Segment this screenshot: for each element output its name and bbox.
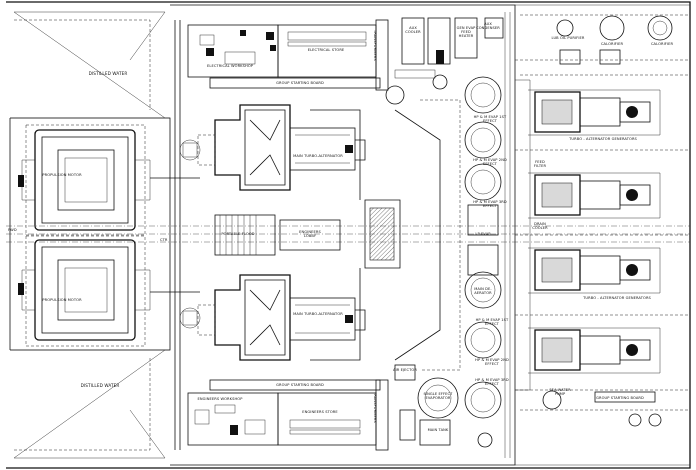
electrical-workshop-label: ELECTRICAL WORKSHOP <box>206 64 254 68</box>
group-starting-board-bottom <box>209 379 381 391</box>
main-evap-3rd-effect-bottom-label: HP & M EVAP 3RD EFFECT <box>475 378 509 387</box>
turbo-alternator-generator-3 <box>528 247 661 294</box>
distilled-water-bottom-label: DISTILLED WATER <box>80 383 120 388</box>
aux-equipment-top <box>385 17 504 105</box>
group-starting-board-top <box>209 77 381 89</box>
aux-equipment-bottom <box>394 364 493 448</box>
distilled-water-top-label: DISTILLED WATER <box>88 71 128 76</box>
engineers-workshop-label: ENGINEERS WORKSHOP <box>197 397 243 401</box>
main-evap-3rd-effect-top-label: HP & M EVAP 3RD EFFECT <box>473 200 507 209</box>
propulsion-motor-bottom <box>18 235 151 347</box>
lp-evap-label: LP EVAP <box>475 232 491 236</box>
engineers-lobby-stairs <box>214 99 461 371</box>
transformers-bottom-label: TRANSFORMERS <box>373 392 377 423</box>
electrical-store-label: ELECTRICAL STORE <box>307 48 345 52</box>
aux-condenser-label: AUX CONDENSER <box>476 22 500 31</box>
main-turbo-alternator-top-label: MAIN TURBO-ALTERNATOR <box>293 154 343 158</box>
drain-cooler-label: DRAIN COOLER <box>532 222 548 231</box>
single-effect-evaporator-label: SINGLE EFFECT EVAPORATOR <box>423 392 453 401</box>
evaporator-column <box>417 76 502 446</box>
main-de-aerator-label: MAIN DE-AERATOR <box>474 287 492 296</box>
aux-cooler-label: AUX COOLER <box>405 26 421 35</box>
transformers-top <box>375 19 389 91</box>
main-turbo-alternator-bottom <box>179 274 366 361</box>
pipe-runs-vertical <box>515 79 531 391</box>
propulsion-motor-top <box>18 124 151 236</box>
propulsion-motor-bottom-label: PROPULSION MOTOR <box>42 298 82 302</box>
main-evap-2nd-effect-bottom-label: HP & M EVAP 2ND EFFECT <box>475 358 509 367</box>
main-evap-2nd-effect-top-label: HP & M EVAP 2ND EFFECT <box>473 158 507 167</box>
air-ejector-label: AIR EJECTOR <box>393 368 417 372</box>
main-evap-1st-effect-top-label: HP & M EVAP 1ST EFFECT <box>473 115 507 124</box>
distilled-water-tank-bottom <box>13 349 166 459</box>
portable-flood-label: PORTABLE FLOOD <box>221 232 255 236</box>
group-starting-board-right-label: GROUP STARTING BOARD <box>596 396 644 400</box>
gen-evap-feed-heater-label: GEN EVAP FEED HEATER <box>456 26 476 39</box>
turbo-alternator-generators-top-label: TURBO - ALTERNATOR GENERATORS <box>569 137 637 141</box>
group-starting-board-bottom-label: GROUP STARTING BOARD <box>276 383 324 387</box>
switchboard-bottom-right <box>520 390 690 427</box>
turbo-alternator-generator-4 <box>528 327 661 374</box>
fwd-label: FWD <box>8 228 17 232</box>
ctr-label: CTR <box>160 238 168 242</box>
main-turbo-alternator-top <box>179 104 366 191</box>
engineers-store-room <box>277 392 377 446</box>
propulsion-motor-top-label: PROPULSION MOTOR <box>42 173 82 177</box>
engineers-store-label: ENGINEERS STORE <box>302 410 338 414</box>
turbo-alternator-generator-2 <box>528 172 661 219</box>
lub-oil-purifier-label: LUB OIL PURIFIER <box>551 36 585 40</box>
engineers-lobby-label: ENGINEERS LOBBY <box>299 230 321 239</box>
propeller-shafts <box>150 177 200 293</box>
sea-water-pump-label: SEA WATER PUMP <box>549 388 571 397</box>
pipe-runs <box>515 59 690 391</box>
main-evap-1st-effect-bottom-label: HP & M EVAP 1ST EFFECT <box>475 318 509 327</box>
feed-filter-label: FEED FILTER <box>533 160 547 169</box>
main-turbo-alternator-bottom-label: MAIN TURBO-ALTERNATOR <box>293 312 343 316</box>
main-tank-label: MAIN TANK <box>427 428 449 432</box>
transformers-top-label: TRANSFORMERS <box>373 30 377 61</box>
turbo-alternator-generators-bottom-label: TURBO - ALTERNATOR GENERATORS <box>583 296 651 300</box>
group-starting-board-top-label: GROUP STARTING BOARD <box>276 81 324 85</box>
calorifier-2-label: CALORIFIER <box>650 42 674 46</box>
calorifiers-top-right <box>520 14 690 76</box>
electrical-workshop-room <box>187 24 279 78</box>
calorifier-1-label: CALORIFIER <box>600 42 624 46</box>
distilled-water-tank-top <box>13 11 166 119</box>
transformers-bottom <box>375 379 389 451</box>
turbo-alternator-generator-1 <box>528 89 661 136</box>
